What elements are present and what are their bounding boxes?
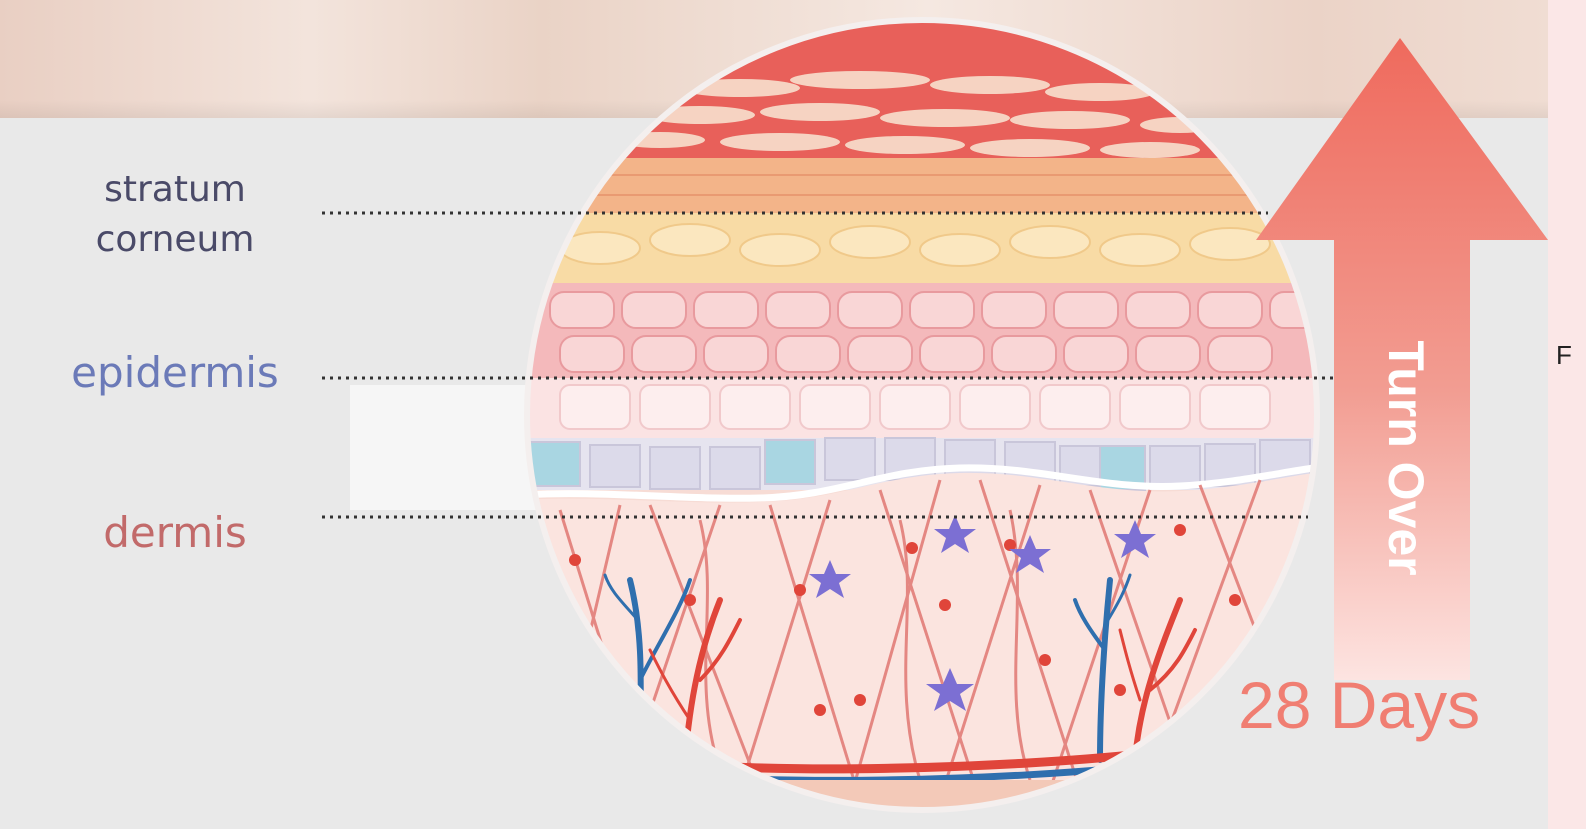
- days-label: 28 Days: [1238, 665, 1480, 745]
- turn-over-text: Turn Over: [1378, 340, 1434, 575]
- dermis-label: dermis: [40, 505, 310, 561]
- epidermis-label: epidermis: [30, 345, 320, 401]
- granular-layer: [520, 158, 1330, 213]
- stratum-corneum-label: stratum corneum: [40, 165, 310, 265]
- side-letter: F: [1556, 340, 1572, 371]
- epidermis-band: [350, 385, 550, 510]
- skin-layers: [520, 10, 1334, 820]
